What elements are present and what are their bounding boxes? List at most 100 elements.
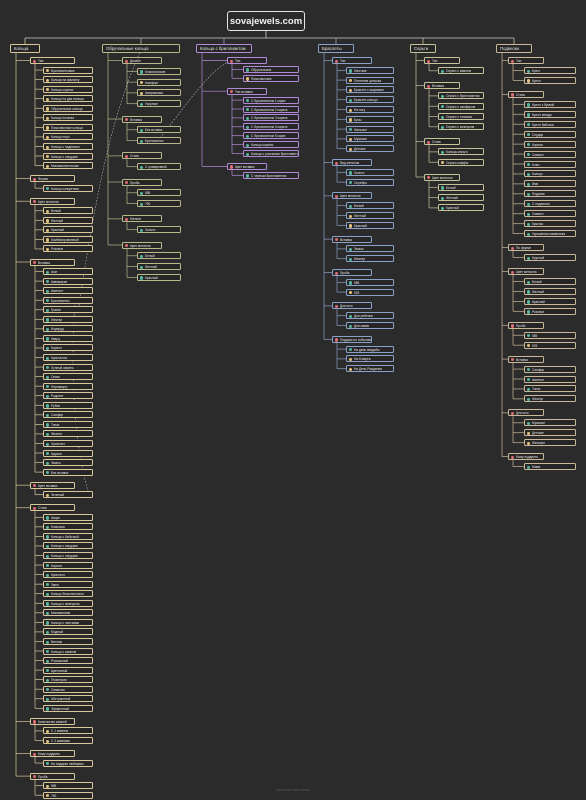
category-node[interactable]: Цвет вставки — [227, 162, 267, 170]
leaf-node[interactable]: Плетение цепочка — [346, 76, 394, 84]
leaf-node[interactable]: Шарм — [43, 513, 93, 521]
leaf-node[interactable]: Изумруд — [43, 325, 93, 333]
leaf-node[interactable]: 585 — [43, 782, 93, 790]
category-node[interactable]: Тип вставки — [227, 87, 267, 95]
leaf-node[interactable]: Крест — [524, 66, 576, 74]
leaf-node[interactable]: Жесткие — [346, 66, 394, 74]
category-node[interactable]: Цвет металла — [30, 197, 75, 205]
leaf-node[interactable]: Кольцо с камнем — [43, 647, 93, 655]
leaf-node[interactable]: Бусы — [346, 115, 394, 123]
leaf-node[interactable]: Серьги с сапфиром — [438, 102, 484, 110]
leaf-node[interactable]: Символ — [524, 150, 576, 158]
leaf-node[interactable]: Серьги с жемчугом — [438, 123, 484, 131]
branch-node[interactable]: Браслеты — [318, 44, 354, 53]
leaf-node[interactable]: Корона — [524, 140, 576, 148]
leaf-node[interactable]: Родолит — [43, 392, 93, 400]
leaf-node[interactable]: С гравировкой — [137, 163, 181, 171]
leaf-node[interactable]: 925 — [346, 288, 394, 296]
leaf-node[interactable]: Комбинированный — [43, 235, 93, 243]
leaf-node[interactable]: Хризолит — [43, 439, 93, 447]
category-node[interactable]: Количество камней — [30, 717, 75, 725]
branch-node[interactable]: Подвески — [496, 44, 532, 53]
leaf-node[interactable]: Желтый — [438, 194, 484, 202]
leaf-node[interactable]: Кольцо на два пальца — [43, 95, 93, 103]
category-node[interactable]: Для кого — [508, 409, 544, 417]
leaf-node[interactable]: Кольцо печатка — [43, 114, 93, 122]
leaf-node[interactable]: Красный — [438, 204, 484, 212]
leaf-node[interactable]: Белый — [137, 252, 181, 260]
leaf-node[interactable]: С бриллиантом 3 карата — [243, 114, 299, 122]
branch-node[interactable]: Серьги — [410, 44, 436, 53]
leaf-node[interactable]: Кулон — [524, 76, 576, 84]
leaf-node[interactable]: Агат — [43, 268, 93, 276]
category-node[interactable]: Тип — [227, 57, 267, 64]
category-node[interactable]: Кому подарить — [508, 453, 544, 461]
category-node[interactable]: По форме — [508, 244, 544, 252]
category-node[interactable]: Тип — [508, 57, 544, 64]
leaf-node[interactable]: Красный — [137, 273, 181, 281]
category-node[interactable]: Вставка — [30, 258, 75, 266]
leaf-node[interactable]: Коралл — [43, 344, 93, 352]
leaf-node[interactable]: Кольцо конкретики — [43, 184, 93, 192]
leaf-node[interactable]: Роскошный — [43, 657, 93, 665]
leaf-node[interactable]: Кольцо с надписью — [43, 142, 93, 150]
leaf-node[interactable]: С бриллиантом 5 карат — [243, 132, 299, 140]
leaf-node[interactable]: Кулон звезда — [524, 110, 576, 118]
leaf-node[interactable]: Маме — [524, 463, 576, 471]
leaf-node[interactable]: Серьги с бриллиантом — [438, 92, 484, 100]
leaf-node[interactable]: Эффектный — [43, 704, 93, 712]
category-node[interactable]: Форма — [30, 175, 75, 183]
leaf-node[interactable]: 585 — [524, 331, 576, 339]
leaf-node[interactable]: Серьги с камнем — [438, 67, 484, 75]
leaf-node[interactable]: С 3 камнями — [43, 736, 93, 744]
leaf-node[interactable]: 750 — [137, 200, 181, 208]
branch-node[interactable]: Кольца с бриллиантом — [196, 44, 252, 53]
leaf-node[interactable]: Женские — [524, 439, 576, 447]
category-node[interactable]: Вид металла — [332, 159, 372, 166]
leaf-node[interactable]: Красный — [524, 297, 576, 305]
leaf-node[interactable]: С бриллиантом 1 карат — [243, 96, 299, 104]
category-node[interactable]: Цвет металла — [508, 268, 544, 275]
leaf-node[interactable]: Для мамы — [346, 322, 394, 329]
leaf-node[interactable]: Топаз — [43, 420, 93, 428]
leaf-node[interactable]: Фианит — [43, 430, 93, 438]
leaf-node[interactable]: Кристаллы — [43, 354, 93, 361]
leaf-node[interactable]: Для ребенка — [346, 312, 394, 320]
leaf-node[interactable]: Кольцо с жемчугом — [43, 599, 93, 607]
leaf-node[interactable]: Зеленый — [43, 491, 93, 499]
leaf-node[interactable]: Классика — [43, 523, 93, 531]
leaf-node[interactable]: С бриллиантом 4 карата — [243, 123, 299, 131]
category-node[interactable]: Металл — [122, 215, 162, 223]
category-node[interactable]: Вставка — [508, 355, 544, 363]
leaf-node[interactable]: Цветочный — [43, 666, 93, 674]
branch-node[interactable]: Обручальные кольца — [102, 44, 180, 53]
leaf-node[interactable]: Кольцо короны — [243, 141, 299, 149]
leaf-node[interactable]: Красный — [43, 226, 93, 234]
leaf-node[interactable]: Жемчуг — [524, 395, 576, 403]
leaf-node[interactable]: Американка — [137, 89, 181, 97]
leaf-node[interactable]: Кольцо короны — [43, 85, 93, 93]
leaf-node[interactable]: Кольца с сердцем — [43, 542, 93, 550]
leaf-node[interactable]: Серебро — [346, 178, 394, 186]
category-node[interactable]: Тип — [30, 57, 75, 64]
leaf-node[interactable]: Сапфир — [43, 411, 93, 419]
leaf-node[interactable]: 750 — [43, 791, 93, 799]
leaf-node[interactable]: Аметист — [524, 375, 576, 383]
leaf-node[interactable]: Розовое — [524, 307, 576, 315]
leaf-node[interactable]: Классические — [137, 67, 181, 75]
leaf-node[interactable]: Кольцо с листьями — [43, 618, 93, 626]
branch-node[interactable]: Кольца — [10, 44, 40, 53]
leaf-node[interactable]: Желтый — [524, 287, 576, 295]
category-node[interactable]: Стиль — [424, 138, 460, 146]
leaf-node[interactable]: Красный — [346, 221, 394, 229]
leaf-node[interactable]: Жемчуг — [346, 255, 394, 263]
leaf-node[interactable]: Кольца-серьги — [438, 148, 484, 156]
category-node[interactable]: Цвет вставки — [30, 481, 75, 489]
leaf-node[interactable]: На подарки любимым — [43, 759, 93, 767]
leaf-node[interactable]: Кулон с буквой — [524, 100, 576, 108]
leaf-node[interactable]: Гранат — [43, 306, 93, 314]
leaf-node[interactable]: Серьги с топазом — [438, 113, 484, 120]
leaf-node[interactable]: Бриллиантовые — [43, 66, 93, 74]
leaf-node[interactable]: Круглый — [524, 254, 576, 262]
leaf-node[interactable]: Желтый — [346, 212, 394, 219]
